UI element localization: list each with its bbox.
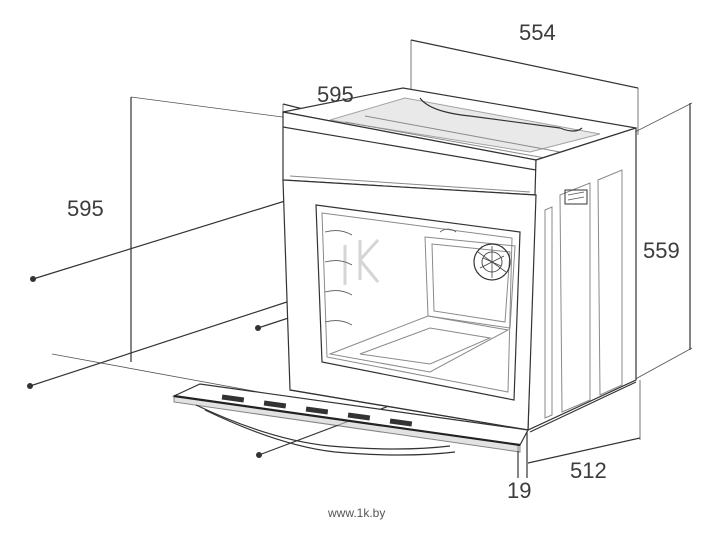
watermark: www.1k.by	[327, 506, 385, 520]
oven-door	[171, 383, 529, 456]
dimension-labels: 554 595 595 559 512 19	[67, 20, 680, 503]
label-559: 559	[643, 238, 680, 263]
oven-body	[282, 87, 637, 433]
label-554: 554	[519, 20, 556, 45]
label-512: 512	[570, 458, 607, 483]
label-19: 19	[507, 478, 531, 503]
label-595-left: 595	[67, 196, 104, 221]
label-595-top: 595	[317, 82, 354, 107]
